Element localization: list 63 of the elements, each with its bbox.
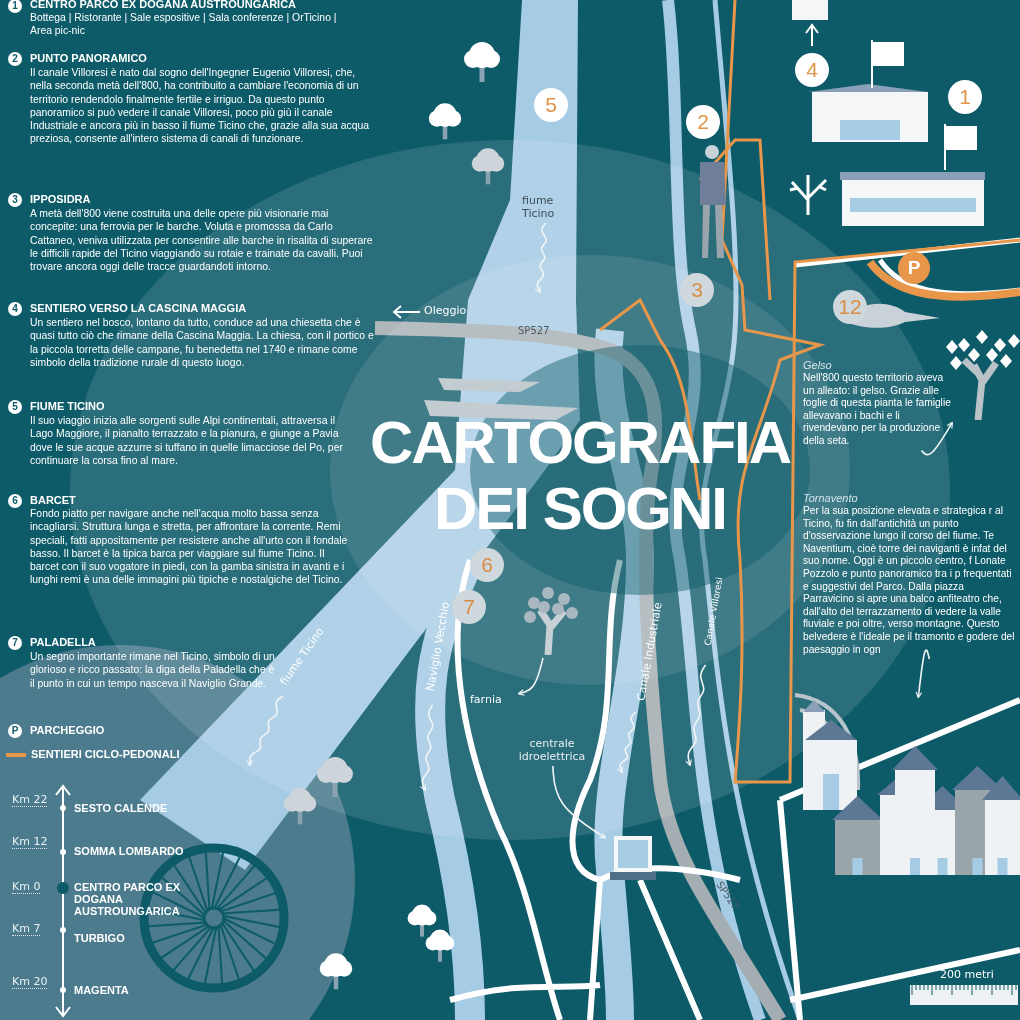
section-heading: BARCET: [30, 494, 76, 507]
distance-label: Km 0: [12, 880, 41, 894]
callout-number: 1: [948, 80, 982, 114]
map-label: Oleggio: [424, 304, 467, 317]
description-text: Il suo viaggio inizia alle sorgenti sulle Alpi continentali, attraversa il Lago Maggiore, il pianalto terrazzato e la pianura, e giunge a Pavia dove le sue acque azzurre si tuffano in quelle limacciose del Po, per continuare la corsa fino al mare.: [30, 414, 344, 468]
arrow: [419, 704, 434, 792]
section-heading: PARCHEGGIO: [30, 724, 105, 737]
description-text: A metà dell'800 viene costruita una delle opere più visionarie mai concepite: una ferrovia per le barche. Voluta e promossa da Carlo Cattaneo, veniva utilizzata per consentire alle barche in risalita di superare le difficili rapide del Ticino viaggiando su rotaie e trainate da cavalli. Puoi trovare ancora oggi delle tracce guardandoti intorno.: [30, 207, 374, 274]
arrow: [517, 657, 544, 696]
callout-number: 5: [8, 400, 22, 414]
callout-number: 6: [8, 494, 22, 508]
arrow: [552, 765, 607, 839]
arrow: [915, 649, 931, 699]
section-heading: IPPOSIDRA: [30, 193, 91, 206]
callout-number: 12: [833, 290, 867, 324]
map-label: Naviglio Vecchio: [422, 600, 454, 694]
arrow: [920, 421, 953, 456]
callout-number: 4: [795, 53, 829, 87]
map-label: centrale idroelettrica: [517, 737, 587, 763]
place-heading: Gelso: [803, 358, 833, 372]
legend-label: SENTIERI CICLO-PEDONALI: [31, 748, 180, 761]
map-label: Canale Industriale: [633, 600, 666, 704]
arrow: [246, 695, 284, 767]
parking-marker: P: [898, 252, 930, 284]
arrow: [616, 711, 637, 774]
map-label: fiume Ticino: [522, 194, 556, 220]
distance-label: Km 20: [12, 975, 48, 989]
place-heading: Tornavento: [803, 491, 859, 505]
place-name: TURBIGO: [74, 932, 125, 944]
map-label: Canale Villoresi: [701, 575, 726, 649]
description-text: Il canale Villoresi è nato dal sogno dell'Ingegner Eugenio Villoresi, che, nella seconda metà dell'800, ha contribuito a cambiare l'economia di un territorio rendendolo finalmente fertile e irriguo. Da questo punto panoramico si può vedere il canale Villoresi, poco più giù il canale Industriale e ancora più in basso il fiume Ticino che, grazie alla sua acqua preziosa, consente all'intero sistema di canali di funzionare.: [30, 66, 371, 146]
callout-number: 2: [8, 52, 22, 66]
description-text: Un sentiero nel bosco, lontano da tutto, conduce ad una chiesetta che è quasi tutto ciò che rimane della Cascina Maggia. La chiesa, con il portico e la piccola torretta delle campane, fu benedetta nel 1740 e rimane come simbolo della tradizione rurale di questo luogo.: [30, 316, 375, 370]
callout-number: 7: [452, 590, 486, 624]
place-name: CENTRO PARCO EX DOGANA AUSTROUNGARICA: [74, 881, 182, 917]
section-heading: FIUME TICINO: [30, 400, 105, 413]
callout-number: 3: [680, 273, 714, 307]
callout-number: 7: [8, 636, 22, 650]
road-label: SP527: [518, 325, 550, 336]
callout-number: 3: [8, 193, 22, 207]
description-text: Nell'800 questo territorio aveva un alleato: il gelso. Grazie alle foglie di questa pianta le famiglie allevavano i bachi e li rivendevano per la produzione della seta.: [803, 372, 952, 448]
description-text: Bottega | Ristorante | Sale espositive | Sala conferenze | OrTicino | Area pic-nic: [30, 11, 338, 38]
description-text: Fondo piatto per navigare anche nell'acqua molto bassa senza incagliarsi. Struttura lunga e stretta, per affrontare la corrente. Remi speciali, fatti appositamente per resistere anche all'urto con il fondale basso. Il barcet è la tipica barca per viaggiare sul fiume Ticino. Il barcet con il suo vogatore in piedi, con la gamba sinistra in avanti e i lunghi remi è una delle immagini più tipiche e nostalgiche del Ticino.: [30, 507, 349, 587]
arrow: [534, 222, 548, 294]
section-heading: CENTRO PARCO EX DOGANA AUSTROUNGARICA: [30, 0, 297, 11]
section-heading: PALADELLA: [30, 636, 96, 649]
section-heading: SENTIERO VERSO LA CASCINA MAGGIA: [30, 302, 247, 315]
section-heading: PUNTO PANORAMICO: [30, 52, 147, 65]
place-name: SOMMA LOMBARDO: [74, 845, 184, 857]
distance-label: Km 12: [12, 835, 48, 849]
arrow: [685, 664, 707, 767]
description-text: Un segno importante rimane nel Ticino, simbolo di un glorioso e ricco passato: la diga della Paladella che è il punto in cui un tempo nasceva il Naviglio Grande.: [30, 650, 275, 690]
description-text: Per la sua posizione elevata e strategica r al Ticino, fu fin dall'antichità un punto d'osservazione lungo il corso del fiume. Te Naventium, cioè torre dei naviganti è infat del suo nome. Oggi è un piccolo centro, f Lonate Pozzolo e punto panoramico tra i p frequentati e suggestivi del Parco. Dalla piazza Parravicino si apre una balco anfiteatro che, dall'alto del terrazzamento di vedere la valle fluviale e poi oltre, verso montagne. Questo belvedere è l'ideale pe il tramonto e godere del paesaggio in ogn: [803, 505, 1016, 657]
callout-number: 1: [8, 0, 22, 13]
callout-number: 2: [686, 105, 720, 139]
place-name: MAGENTA: [74, 984, 129, 996]
callout-number: 6: [470, 548, 504, 582]
distance-label: Km 7: [12, 922, 41, 936]
distance-label: Km 22: [12, 793, 48, 807]
map-label: farnia: [470, 693, 503, 706]
place-name: SESTO CALENDE: [74, 802, 168, 814]
map-label: 200 metri: [940, 968, 994, 981]
callout-number: 4: [8, 302, 22, 316]
